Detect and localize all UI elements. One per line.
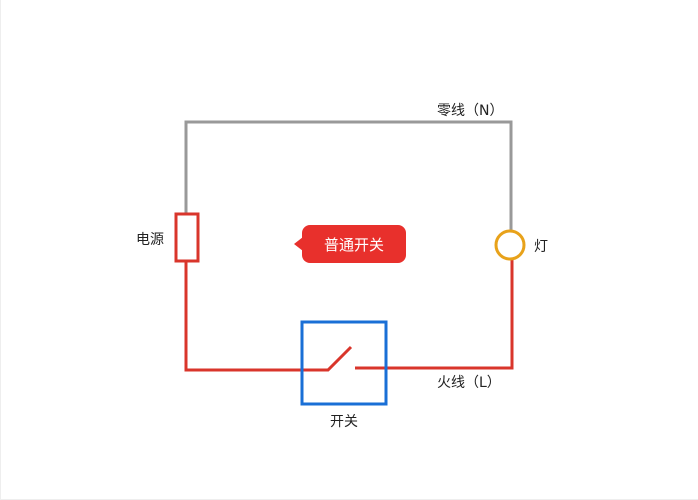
lamp-label: 灯 bbox=[534, 239, 548, 255]
neutral-label: 零线（N） bbox=[437, 103, 504, 119]
lamp bbox=[494, 229, 526, 261]
power-label: 电源 bbox=[136, 232, 164, 248]
power-source bbox=[174, 212, 200, 263]
switch-label: 开关 bbox=[330, 414, 358, 430]
switch-box bbox=[300, 320, 388, 406]
callout-bubble: 普通开关 bbox=[294, 225, 406, 263]
callout-text: 普通开关 bbox=[323, 235, 384, 254]
neutral-wire bbox=[184, 120, 513, 230]
live-label: 火线（L） bbox=[437, 375, 501, 391]
live-wire-left bbox=[184, 262, 353, 372]
live-wire-right bbox=[355, 260, 514, 370]
